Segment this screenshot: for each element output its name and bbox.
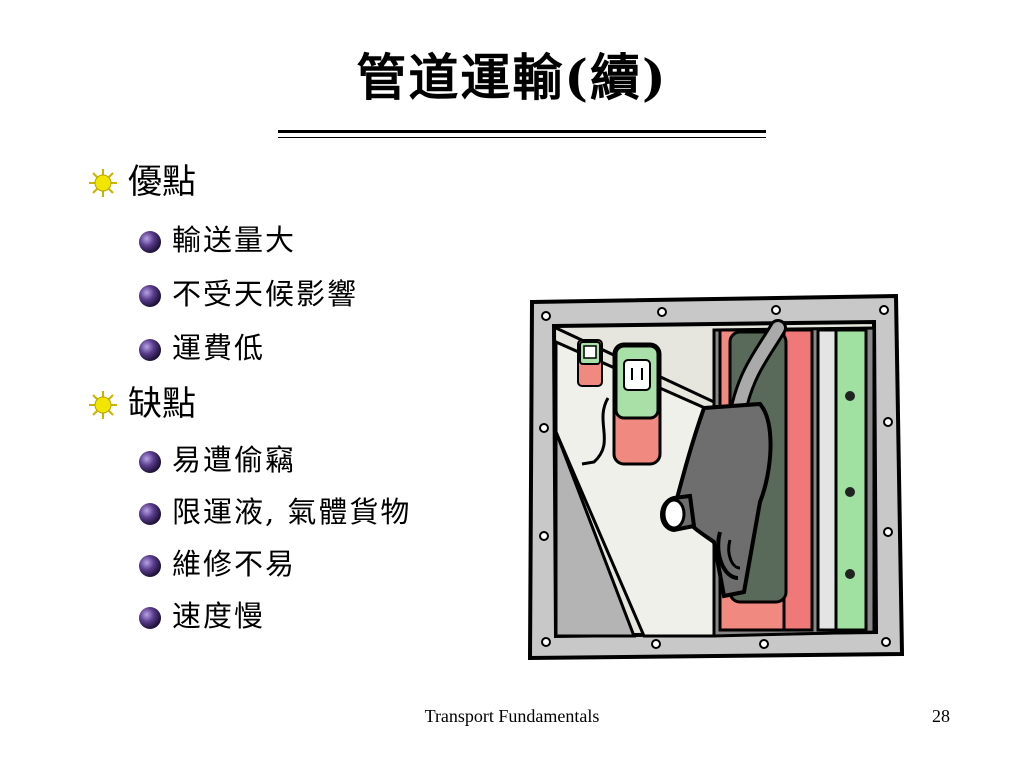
bullet-heading-label: 優點 [128, 162, 196, 202]
purple-sphere-bullet-icon [139, 555, 161, 577]
sunburst-bullet-icon [89, 391, 117, 419]
bullet-item-label: 限運液, 氣體貨物 [172, 495, 412, 529]
bullet-item-label: 易遭偷竊 [172, 443, 297, 477]
purple-sphere-bullet-icon [139, 231, 161, 253]
bullet-item-label: 不受天候影響 [172, 277, 359, 311]
purple-sphere-bullet-icon [139, 607, 161, 629]
purple-sphere-bullet-icon [139, 451, 161, 473]
title-rule-thin [278, 137, 766, 138]
title-rule-thick [278, 130, 766, 133]
bullet-item-label: 輸送量大 [172, 223, 297, 257]
purple-sphere-bullet-icon [139, 339, 161, 361]
sunburst-bullet-icon [89, 169, 117, 197]
bullet-heading-label: 缺點 [128, 384, 196, 424]
bullet-item-label: 運費低 [172, 331, 266, 365]
footer-title: Transport Fundamentals [424, 706, 600, 726]
page-number: 28 [932, 706, 950, 726]
gas-pump-nozzle-icon [527, 293, 904, 661]
purple-sphere-bullet-icon [139, 285, 161, 307]
bullet-item-label: 維修不易 [172, 547, 297, 581]
bullet-item-label: 速度慢 [172, 599, 266, 633]
slide-title: 管道運輸(續) [356, 48, 668, 107]
purple-sphere-bullet-icon [139, 503, 161, 525]
